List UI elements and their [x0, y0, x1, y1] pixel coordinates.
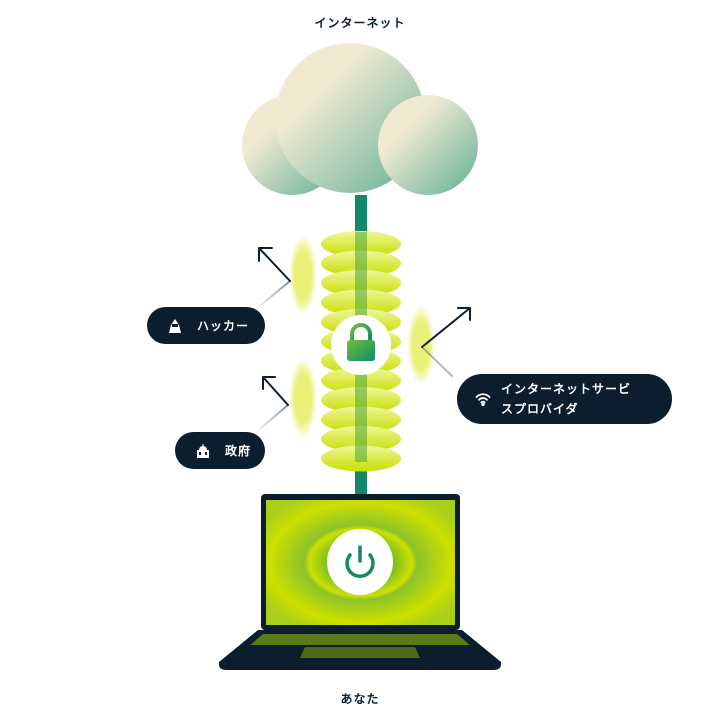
hacker-label: ハッカー	[197, 319, 250, 333]
cloud	[242, 43, 478, 195]
government-building-icon	[195, 443, 211, 459]
wifi-icon	[475, 391, 491, 407]
isp-label-line2: スプロバイダ	[501, 402, 579, 416]
hacker-icon	[167, 318, 183, 334]
encryption-coils	[321, 231, 401, 472]
isp-label-line1: インターネットサービ	[501, 382, 632, 396]
hacker-badge: ハッカー	[147, 307, 265, 344]
glow-arcs	[289, 235, 435, 438]
government-badge: 政府	[175, 432, 265, 469]
blocked-arrows	[254, 247, 471, 434]
you-label: あなた	[340, 692, 380, 706]
isp-badge: インターネットサービスプロバイダ	[457, 374, 672, 424]
government-label: 政府	[225, 444, 252, 458]
internet-label: インターネット	[314, 16, 406, 30]
lock-icon	[347, 323, 375, 361]
power-icon	[345, 545, 375, 579]
laptop	[218, 494, 502, 670]
